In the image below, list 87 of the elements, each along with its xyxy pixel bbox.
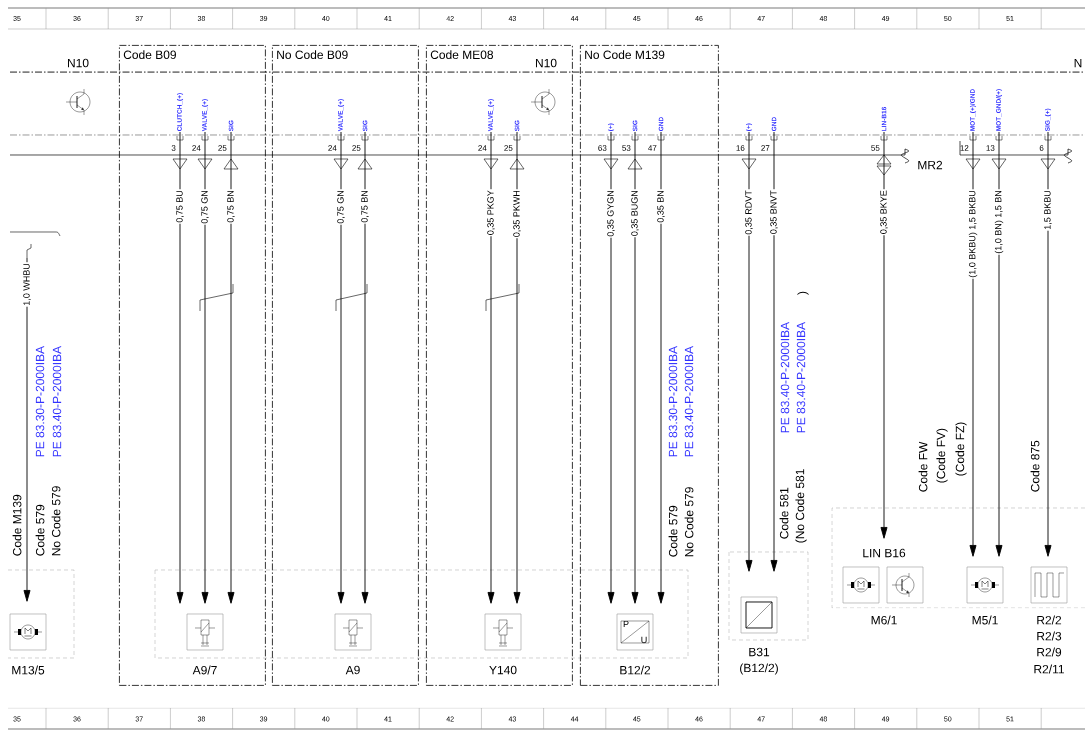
component-label: R2/9 bbox=[1037, 647, 1062, 657]
wire-label: 0,35 BNVT bbox=[769, 189, 779, 236]
pin-number: 12 bbox=[960, 145, 969, 151]
reference-label: N10 bbox=[536, 58, 557, 68]
pin-number: 25 bbox=[218, 145, 227, 151]
bracket-text: ) bbox=[797, 291, 809, 295]
pin-number: 25 bbox=[352, 145, 361, 151]
option-code: Code 579 bbox=[35, 504, 45, 556]
wire-label: 0,35 BN bbox=[656, 189, 666, 224]
pin-number: 55 bbox=[871, 145, 880, 151]
wire-label: (1,0 BKBU) 1,5 BKBU bbox=[967, 189, 979, 279]
wire bbox=[337, 131, 345, 604]
component-label: R2/2 bbox=[1037, 615, 1062, 625]
option-code: No Code 579 bbox=[51, 486, 61, 556]
wire bbox=[607, 131, 615, 604]
wire bbox=[361, 131, 369, 604]
wire-label: 0,35 RDVT bbox=[744, 189, 754, 236]
transistor-symbol bbox=[886, 566, 924, 604]
option-code: (Code FV) bbox=[936, 428, 948, 483]
wire-label: 0,35 PKWH bbox=[512, 189, 522, 239]
pin-number: 3 bbox=[171, 145, 176, 151]
wire bbox=[23, 257, 31, 602]
pin-number: 47 bbox=[648, 145, 657, 151]
wire-label: (1,0 BN) 1,5 BN bbox=[993, 189, 1005, 255]
option-code: Code FW bbox=[918, 441, 928, 492]
wire-label: 0,75 BN bbox=[360, 189, 370, 224]
pin-number: 24 bbox=[192, 145, 201, 151]
component-label: M13/5 bbox=[12, 665, 45, 675]
wire-label: 1,5 BKBU bbox=[1043, 189, 1053, 231]
component-label: M6/1 bbox=[871, 615, 897, 625]
document-reference: PE 83.40-P-2000IBA bbox=[780, 321, 790, 433]
wire-label: 0,75 BU bbox=[175, 189, 185, 224]
wire-label: 0,75 GN bbox=[336, 189, 346, 225]
pin-number: 25 bbox=[504, 145, 513, 151]
document-reference: PE 83.40-P-2000IBA bbox=[796, 321, 806, 433]
pin-number: 24 bbox=[478, 145, 487, 151]
pin-number: 13 bbox=[986, 145, 995, 151]
wire bbox=[227, 131, 235, 604]
wire-label: 0,35 BUGN bbox=[630, 189, 640, 238]
component-label: A9 bbox=[345, 665, 360, 675]
reference-label: N10 bbox=[68, 58, 89, 68]
document-reference: PE 83.30-P-2000IBA bbox=[668, 345, 678, 457]
option-code: Code 579 bbox=[668, 505, 678, 557]
document-reference: PE 83.40-P-2000IBA bbox=[52, 345, 62, 457]
document-reference: PE 83.30-P-2000IBA bbox=[35, 345, 45, 457]
option-code: (Code FZ) bbox=[955, 422, 967, 476]
wire-label: 0,35 PKGY bbox=[486, 189, 496, 237]
wire bbox=[631, 131, 639, 604]
option-code: (No Code 581 bbox=[795, 469, 807, 543]
component-label: R2/11 bbox=[1034, 664, 1064, 674]
component-label: B31 bbox=[749, 647, 770, 657]
option-code: Code 581 bbox=[779, 487, 789, 539]
pin-number: 24 bbox=[328, 145, 337, 151]
wire bbox=[1044, 131, 1052, 557]
component-label: B12/2 bbox=[620, 665, 651, 675]
wire-label: 0,35 BKYE bbox=[879, 189, 889, 236]
component-label: (B12/2) bbox=[740, 663, 778, 675]
wire-label: 1,0 WHBU bbox=[22, 262, 32, 307]
pin-number: 63 bbox=[598, 145, 607, 151]
wire bbox=[880, 131, 888, 539]
wire bbox=[513, 131, 521, 604]
option-code: Code M139 bbox=[12, 494, 22, 556]
pin-number: 53 bbox=[622, 145, 631, 151]
option-code: Code 875 bbox=[1030, 440, 1040, 492]
wire bbox=[176, 131, 184, 604]
wire bbox=[487, 131, 495, 604]
wire-label: 0,35 GYGN bbox=[606, 189, 616, 238]
component-label: Y140 bbox=[489, 665, 517, 675]
wire bbox=[770, 131, 778, 572]
document-reference: PE 83.40-P-2000IBA bbox=[684, 345, 694, 457]
wire-label: 0,75 BN bbox=[226, 189, 236, 224]
symbol-letter: U bbox=[641, 636, 647, 644]
wire bbox=[657, 131, 665, 604]
reference-label: MR2 bbox=[918, 160, 943, 170]
reference-label: N bbox=[1074, 58, 1082, 68]
pin-number: 16 bbox=[736, 145, 745, 151]
pin-number: 6 bbox=[1039, 145, 1044, 151]
component-label: R2/3 bbox=[1037, 631, 1062, 641]
component-label: LIN B16 bbox=[863, 548, 906, 558]
wire bbox=[745, 131, 753, 572]
option-code: No Code 579 bbox=[684, 487, 694, 557]
component-label: A9/7 bbox=[192, 665, 217, 675]
component-label: M5/1 bbox=[972, 615, 998, 625]
wire-label: 0,75 GN bbox=[200, 189, 210, 225]
wire bbox=[201, 131, 209, 604]
symbol-letter: P bbox=[623, 620, 629, 628]
pin-number: 27 bbox=[761, 145, 770, 151]
